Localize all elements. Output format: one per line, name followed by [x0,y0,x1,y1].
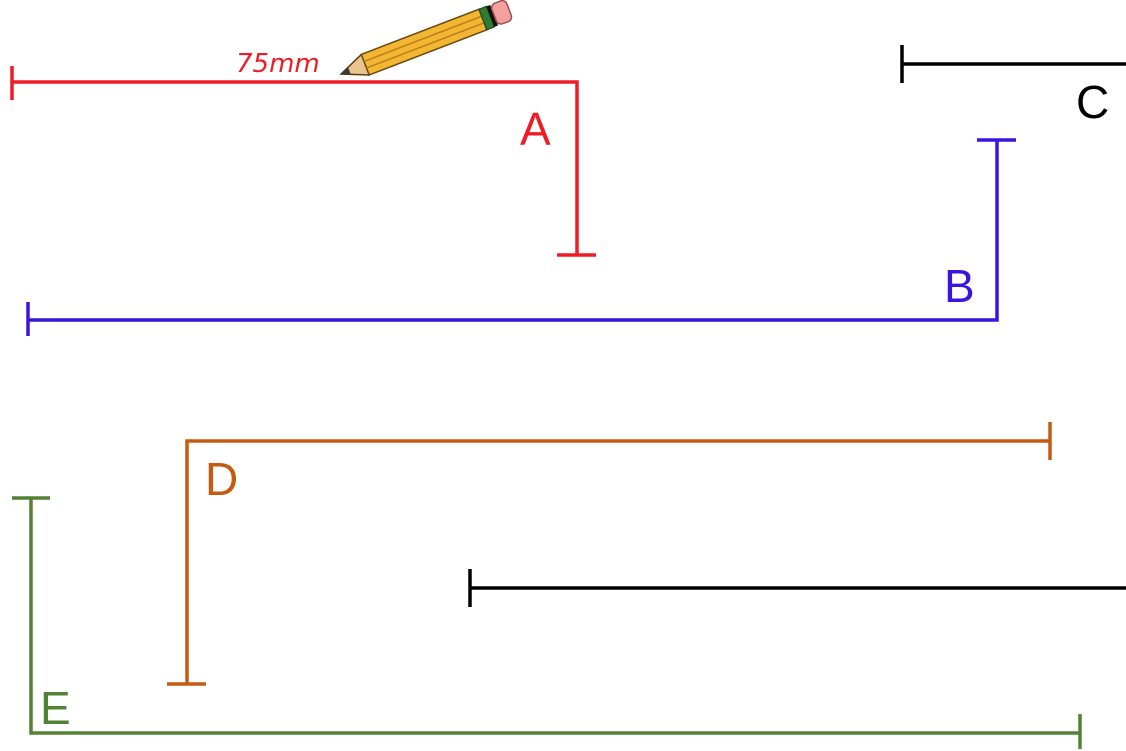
measurement-label: 75mm [236,49,320,79]
line-f [468,569,1126,607]
line-b [26,138,1016,336]
line-c [900,45,1126,83]
line-b-path [28,140,999,322]
line-a-path [12,80,579,255]
line-d-label: D [205,453,238,505]
line-a [10,66,596,257]
line-a-label: A [520,103,551,155]
line-e-label: E [40,682,71,734]
line-e-path [29,498,1080,735]
line-d [167,422,1052,686]
line-e [12,496,1082,749]
pencil-icon [339,0,513,76]
line-d-path [185,439,1050,684]
line-c-label: C [1076,76,1109,128]
line-b-label: B [944,260,975,312]
